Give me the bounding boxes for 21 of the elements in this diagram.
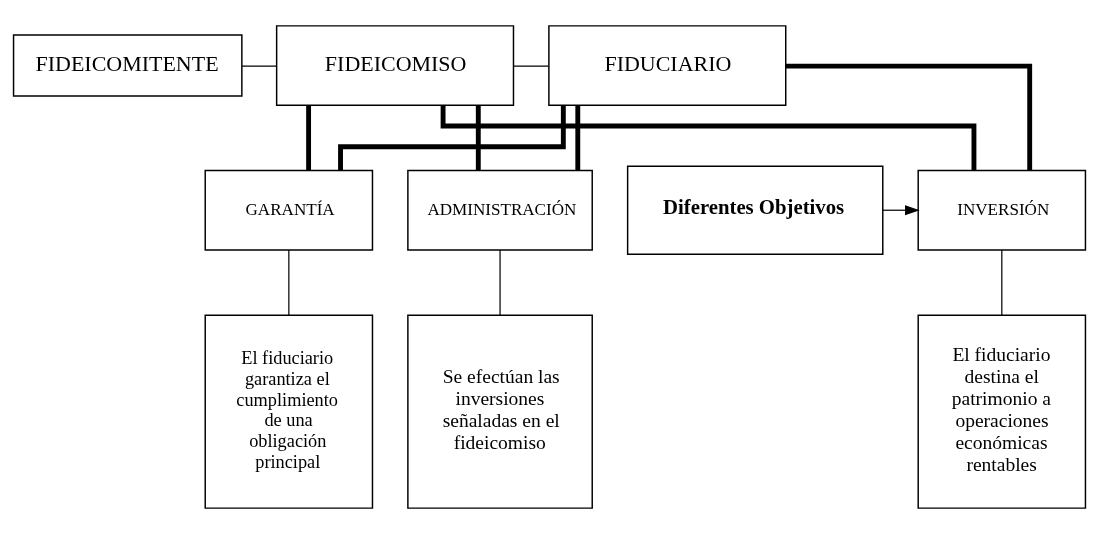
connector <box>1001 248 1003 316</box>
node-box: Diferentes Objetivos <box>626 165 884 255</box>
node-box: INVERSIÓN <box>917 169 1087 251</box>
connector <box>575 104 581 170</box>
connector <box>306 104 312 170</box>
connector <box>499 248 501 316</box>
node-box: GARANTÍA <box>204 169 374 251</box>
connector <box>785 63 1033 170</box>
node-box: Se efectúan las inversiones señaladas en el fideicomiso <box>407 314 593 509</box>
node-box: FIDUCIARIO <box>548 24 787 106</box>
node-box: FIDEICOMISO <box>275 24 515 106</box>
node-box: El fiduciario destina el patrimonio a operaciones económicas rentables <box>917 314 1087 509</box>
connector <box>475 104 481 170</box>
node-box: FIDEICOMITENTE <box>12 33 243 97</box>
arrow <box>882 204 920 215</box>
connector <box>440 105 977 170</box>
node-box: ADMINISTRACIÓN <box>407 169 593 251</box>
connector <box>241 65 278 67</box>
node-box: El fiduciario garantiza el cumplimiento de una obligación principal <box>204 314 374 509</box>
connector <box>513 65 550 67</box>
connector <box>288 248 290 316</box>
